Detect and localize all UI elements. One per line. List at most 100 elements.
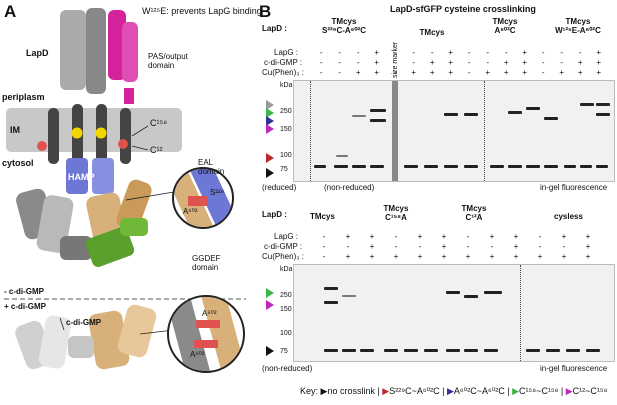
- top-fluor-label: in-gel fluorescence: [540, 183, 608, 192]
- ggdef-domain-label: GGDEF domain: [192, 254, 221, 272]
- condition-cell: +: [577, 58, 583, 67]
- condition-cell: +: [596, 48, 602, 57]
- condition-cell: -: [562, 242, 566, 251]
- key-triangle-icon: ▶: [446, 386, 454, 396]
- zoom-a602-bottom-label: A⁶⁰²: [190, 350, 205, 359]
- key-item-label: no crosslink |: [327, 386, 383, 396]
- condition-cell: +: [448, 68, 454, 77]
- condition-cell: +: [561, 252, 567, 261]
- marker-green-triangle: [266, 108, 274, 118]
- condition-cell: -: [486, 48, 490, 57]
- marker-grey-triangle: [266, 100, 274, 110]
- crosslink-key: Key: ▶no crosslink | ▶S²²⁹C~A⁶⁰²C | ▶A⁶⁰…: [300, 386, 607, 397]
- bottom-ladder-75: 75: [280, 348, 288, 355]
- condition-cell: -: [394, 232, 398, 241]
- condition-cell: +: [513, 252, 519, 261]
- condition-cell: -: [560, 48, 564, 57]
- condition-cell: +: [522, 68, 528, 77]
- marker-magenta-triangle: [266, 124, 274, 134]
- condition-cell: -: [394, 242, 398, 251]
- bottom-green-triangle: [266, 288, 274, 298]
- condition-cell: +: [441, 242, 447, 251]
- condition-cell: -: [467, 58, 471, 67]
- top-group-3: TMcys A⁶⁰²C: [492, 17, 518, 35]
- condition-cell: -: [319, 48, 323, 57]
- top-group-2: TMcys: [419, 28, 445, 37]
- condition-cell: +: [369, 242, 375, 251]
- top-size-marker-label: size marker: [392, 41, 399, 78]
- condition-cell: +: [345, 232, 351, 241]
- top-row-lapg: ---+---+---+---+: [312, 48, 608, 57]
- pas-domain-label: PAS/output domain: [148, 52, 188, 70]
- marker-red-triangle: [266, 153, 274, 163]
- bottom-kda-label: kDa: [280, 266, 293, 273]
- condition-cell: +: [596, 58, 602, 67]
- c158-label: C¹⁵⁸: [150, 118, 168, 128]
- bottom-non-reduced-label: (non-reduced): [262, 364, 313, 373]
- condition-cell: +: [374, 68, 380, 77]
- condition-cell: -: [393, 58, 397, 67]
- key-item-label: A⁶⁰²C~A⁶⁰²C |: [453, 386, 513, 396]
- condition-cell: -: [541, 58, 545, 67]
- condition-cell: +: [585, 242, 591, 251]
- hamp-domain: [66, 158, 88, 194]
- key-triangle-icon: ▶: [512, 386, 520, 396]
- eal-domain-label: EAL domain: [198, 158, 225, 176]
- condition-cell: +: [429, 58, 435, 67]
- condition-cell: -: [356, 58, 360, 67]
- condition-cell: +: [393, 252, 399, 261]
- zoom-a602-top-label: A⁶⁰²: [202, 309, 217, 318]
- bottom-row-cu-label: Cu(Phen)₃ :: [262, 252, 304, 261]
- bottom-row-lapg-label: LapG :: [274, 232, 299, 241]
- condition-cell: +: [489, 252, 495, 261]
- condition-cell: -: [393, 68, 397, 77]
- key-item-label: C¹²~C¹⁵⁸: [572, 386, 608, 396]
- condition-cell: +: [369, 252, 375, 261]
- c12-residue-left: [37, 141, 47, 151]
- top-row-lapg-label: LapG :: [274, 48, 299, 57]
- cytosol-label: cytosol: [2, 158, 34, 168]
- top-lapd-label: LapD :: [262, 24, 287, 33]
- hamp-label: HAMP: [68, 172, 95, 182]
- top-non-reduced-label: (non-reduced): [324, 183, 375, 192]
- plus-cdg-label: + c-di-GMP: [4, 302, 47, 311]
- condition-cell: -: [538, 232, 542, 241]
- panel-b-title: LapD-sfGFP cysteine crosslinking: [390, 4, 536, 14]
- condition-cell: +: [485, 68, 491, 77]
- condition-cell: +: [374, 48, 380, 57]
- key-prefix: Key:: [300, 386, 321, 396]
- top-row-cu: --++-+++-+++-+++: [312, 68, 608, 77]
- condition-cell: -: [504, 48, 508, 57]
- bottom-gel: [293, 264, 615, 362]
- condition-cell: -: [393, 48, 397, 57]
- condition-cell: +: [355, 68, 361, 77]
- panel-a-diagram: [4, 8, 246, 373]
- marker-black-triangle: [266, 168, 274, 178]
- condition-cell: -: [319, 68, 323, 77]
- im-label: IM: [10, 125, 20, 135]
- condition-cell: -: [412, 48, 416, 57]
- condition-cell: +: [513, 242, 519, 251]
- condition-cell: -: [418, 242, 422, 251]
- top-ladder-250: 250: [280, 108, 292, 115]
- key-triangle-icon: ▶: [382, 386, 390, 396]
- marker-blue-triangle: [266, 116, 274, 126]
- top-row-cdg: ---+--++--++--++: [312, 58, 608, 67]
- condition-cell: -: [486, 58, 490, 67]
- condition-cell: -: [319, 58, 323, 67]
- condition-cell: +: [448, 58, 454, 67]
- top-gel: [293, 80, 615, 182]
- cytosolic-domains-bound: [15, 304, 157, 370]
- bottom-row-cu: -+++++++++++: [312, 252, 600, 261]
- condition-cell: -: [466, 242, 470, 251]
- lapd-label: LapD: [26, 48, 49, 58]
- condition-cell: -: [322, 232, 326, 241]
- top-ladder-75: 75: [280, 166, 288, 173]
- condition-cell: +: [513, 232, 519, 241]
- condition-cell: +: [537, 252, 543, 261]
- bottom-magenta-triangle: [266, 300, 274, 310]
- bottom-ladder-100: 100: [280, 330, 292, 337]
- bottom-lapd-label: LapD :: [262, 210, 287, 219]
- condition-cell: -: [430, 48, 434, 57]
- panel-a-letter: A: [4, 2, 17, 21]
